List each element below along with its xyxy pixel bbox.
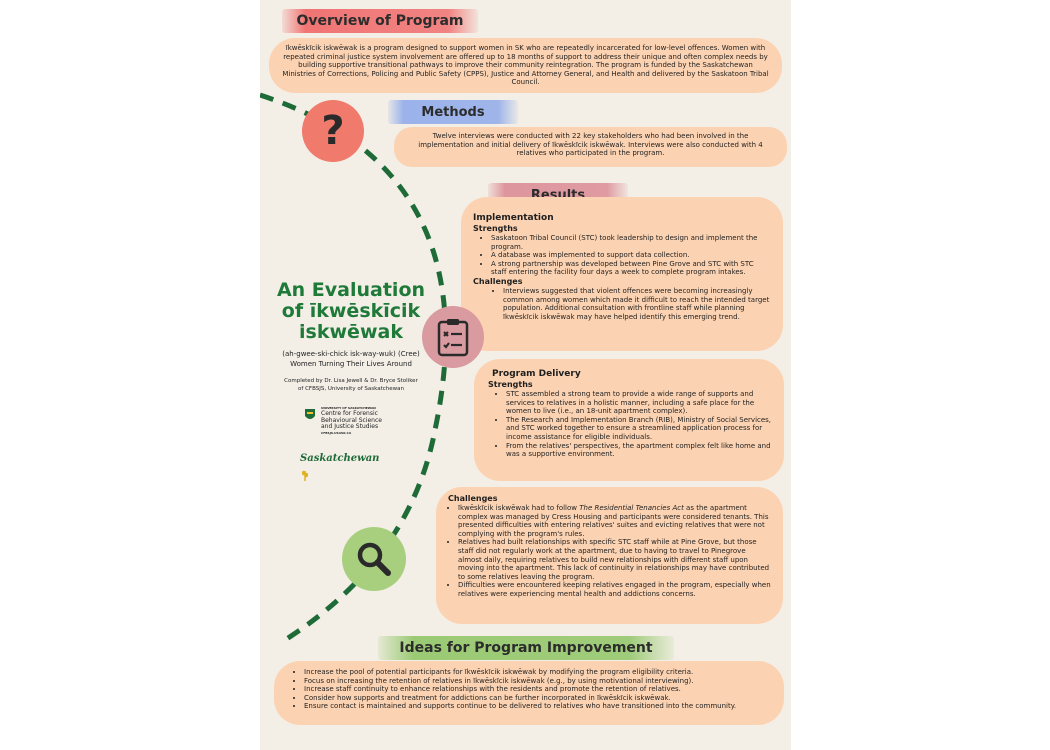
wheat-icon — [302, 470, 308, 481]
delivery-strengths-label: Strengths — [488, 380, 533, 389]
saskatchewan-wordmark: Saskatchewan — [300, 453, 380, 464]
list-item: Consider how supports and treatment for … — [304, 694, 770, 703]
magnifier-svg — [357, 542, 391, 576]
list-item: STC assembled a strong team to provide a… — [506, 390, 772, 416]
ideas-box: Increase the pool of potential participa… — [274, 661, 784, 725]
pronunciation: (ah-gwee-ski-chick isk-way-wuk) (Cree) — [282, 350, 420, 358]
centre-name: Centre for Forensic Behavioural Science … — [321, 410, 382, 431]
centre-line-1: Centre for Forensic — [321, 410, 378, 417]
poster: Overview of Program īkwēskīcik iskwēwak … — [260, 0, 791, 750]
implementation-strengths-label: Strengths — [473, 224, 518, 233]
challenge-1-text: īkwēskīcik iskwēwak had to follow — [458, 504, 580, 512]
question-mark-icon: ? — [302, 100, 364, 162]
list-item: Ensure contact is maintained and support… — [304, 702, 770, 711]
translation: Women Turning Their Lives Around — [290, 360, 412, 368]
list-item: Relatives had built relationships with s… — [458, 538, 771, 581]
authors-line-2: of CFBSJS, University of Saskatchewan — [298, 386, 404, 392]
list-item: Interviews suggested that violent offenc… — [503, 287, 771, 321]
list-item: A strong partnership was developed betwe… — [491, 260, 771, 277]
list-item: īkwēskīcik iskwēwak had to follow The Re… — [458, 504, 771, 538]
university-logo: UNIVERSITY OF SASKATCHEWAN Centre for Fo… — [304, 406, 414, 440]
centre-website: CFBSJS.USASK.CA — [321, 431, 352, 435]
university-name: UNIVERSITY OF SASKATCHEWAN — [321, 406, 376, 410]
methods-heading: Methods — [388, 100, 518, 124]
overview-heading: Overview of Program — [282, 9, 478, 33]
title-line-2: of īkwēskīcik — [281, 300, 421, 322]
challenges-box: Challenges īkwēskīcik iskwēwak had to fo… — [436, 487, 783, 624]
program-delivery-box: Program Delivery Strengths STC assembled… — [474, 359, 784, 481]
methods-text: Twelve interviews were conducted with 22… — [418, 132, 763, 158]
list-item: Difficulties were encountered keeping re… — [458, 581, 771, 598]
saskatchewan-logo: Saskatchewan — [300, 446, 390, 481]
challenges-heading: Challenges — [448, 494, 498, 503]
centre-line-3: and Justice Studies — [321, 423, 379, 430]
challenge-1-text-end: as the apartment complex was managed by … — [458, 504, 769, 538]
residential-tenancies-act: The Residential Tenancies Act — [579, 504, 684, 512]
centre-line-2: Behavioural Science — [321, 416, 382, 424]
methods-box: Twelve interviews were conducted with 22… — [394, 127, 787, 167]
implementation-box: Implementation Strengths Saskatoon Triba… — [461, 197, 783, 351]
list-item: A database was implemented to support da… — [491, 251, 771, 260]
ideas-heading: Ideas for Program Improvement — [378, 636, 674, 660]
implementation-challenges-label: Challenges — [473, 276, 523, 286]
authors-line-1: Completed by Dr. Lisa Jewell & Dr. Bryce… — [284, 378, 418, 384]
title-line-3: iskwēwak — [299, 321, 403, 343]
overview-box: īkwēskīcik iskwēwak is a program designe… — [269, 38, 782, 93]
magnifying-glass-icon — [342, 527, 406, 591]
university-crest-icon — [305, 409, 315, 419]
list-item: Focus on increasing the retention of rel… — [304, 677, 770, 686]
title-block: An Evaluation of īkwēskīcik iskwēwak (ah… — [260, 280, 442, 393]
delivery-heading: Program Delivery — [492, 369, 581, 379]
list-item: The Research and Implementation Branch (… — [506, 416, 772, 442]
clipboard-svg — [437, 319, 469, 357]
overview-text: īkwēskīcik iskwēwak is a program designe… — [282, 44, 769, 87]
title-line-1: An Evaluation — [276, 279, 426, 301]
list-item: Saskatoon Tribal Council (STC) took lead… — [491, 234, 771, 251]
list-item: Increase the pool of potential participa… — [304, 668, 770, 677]
list-item: Increase staff continuity to enhance rel… — [304, 685, 770, 694]
implementation-heading: Implementation — [473, 213, 554, 223]
list-item: From the relatives' perspectives, the ap… — [506, 442, 772, 459]
clipboard-checklist-icon — [422, 306, 484, 368]
